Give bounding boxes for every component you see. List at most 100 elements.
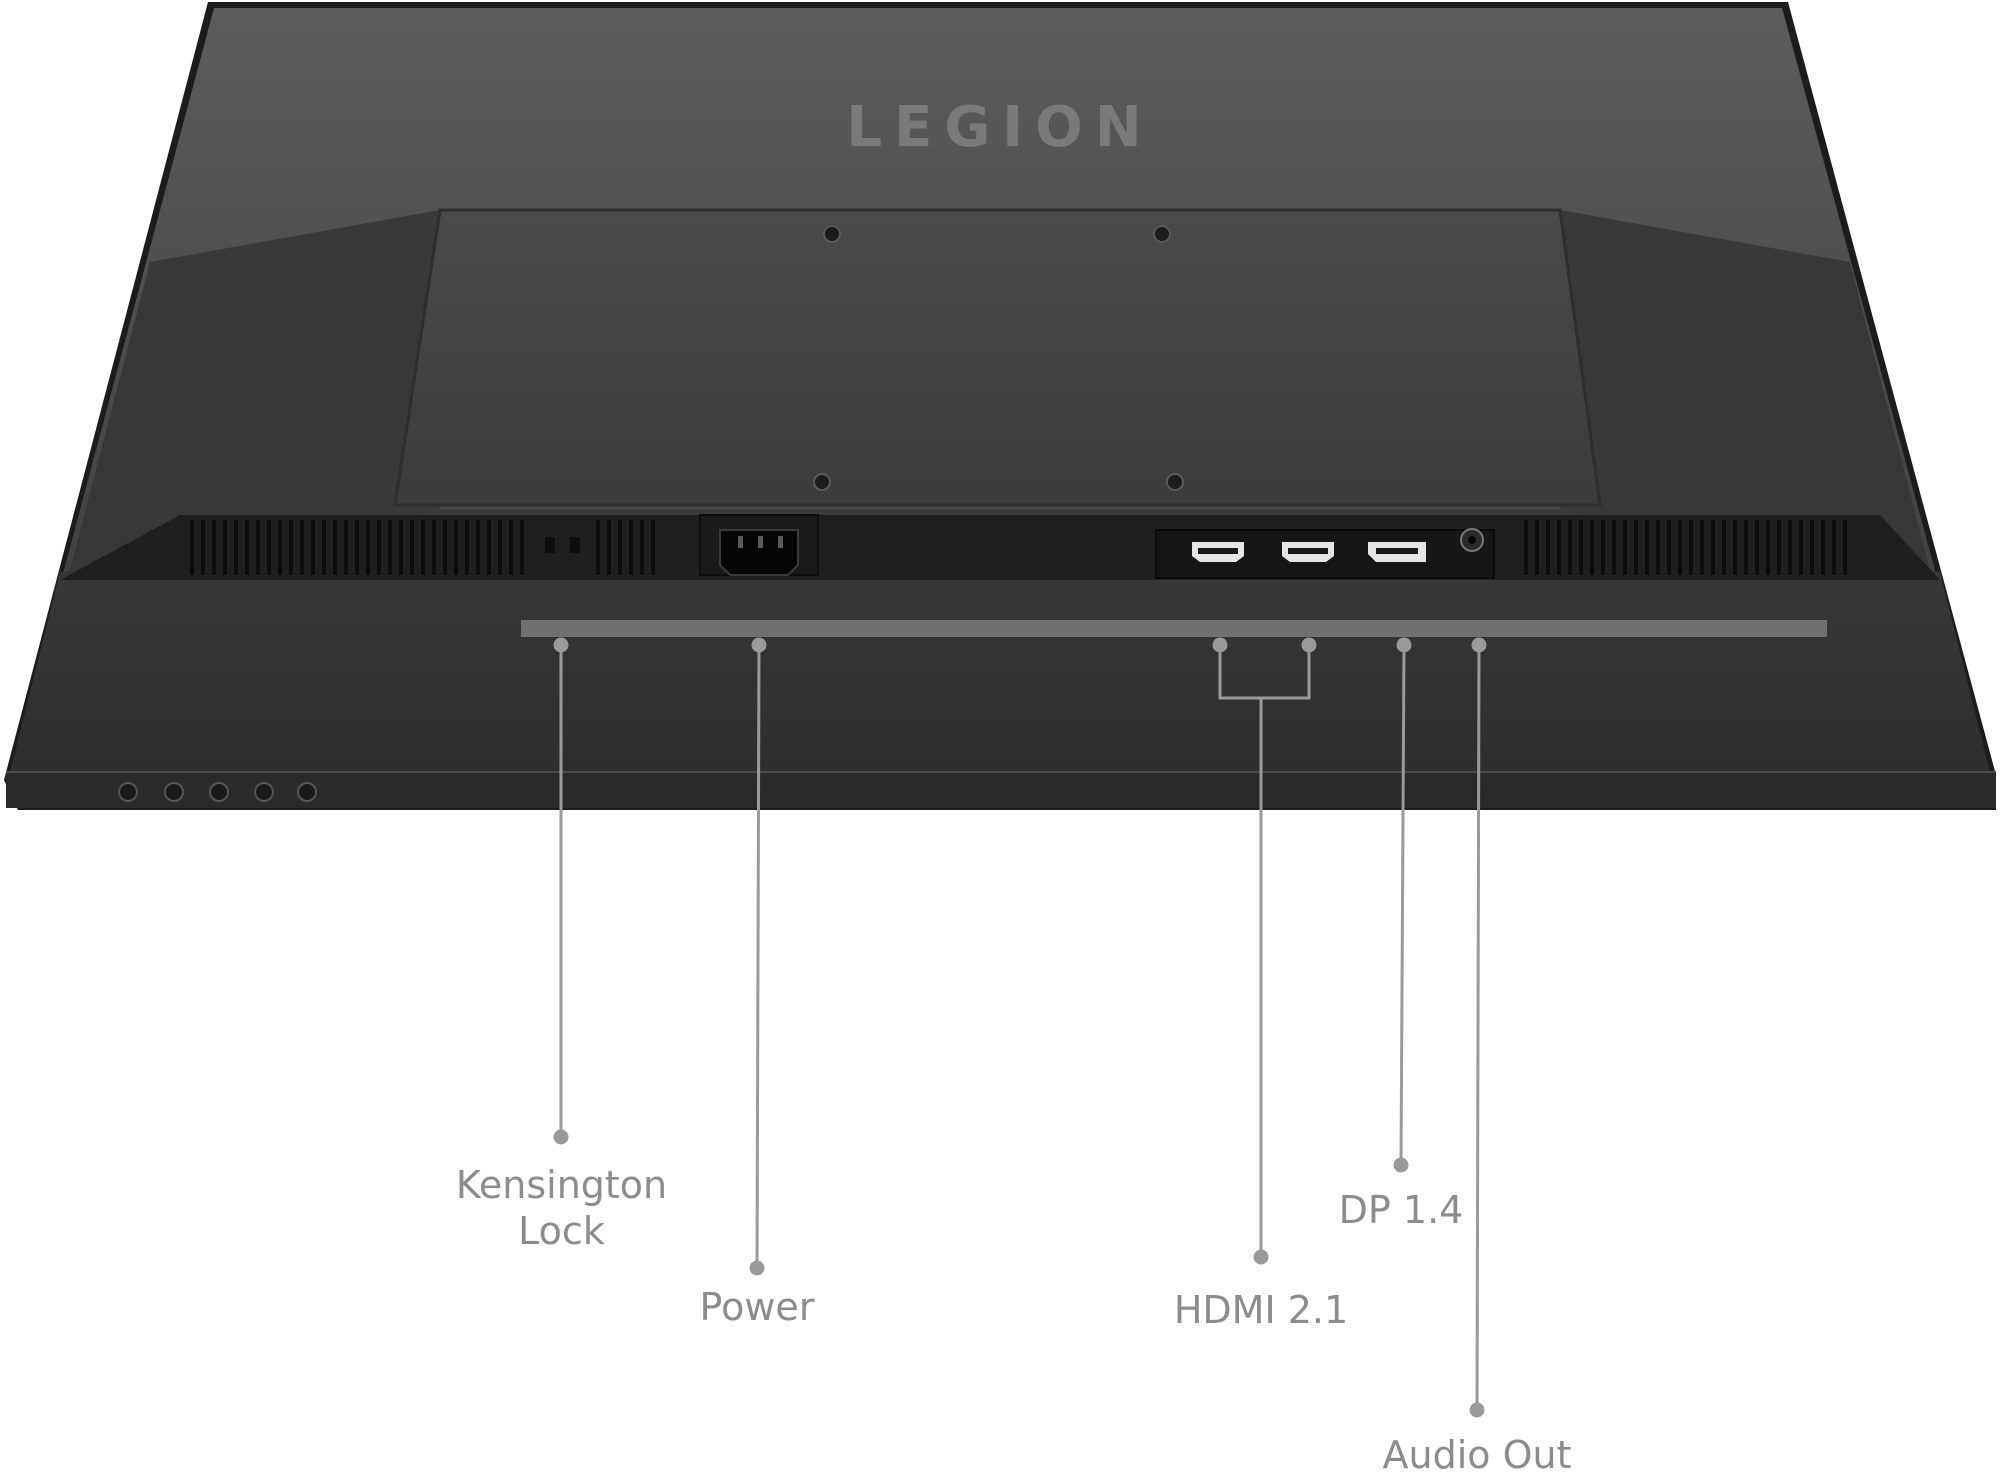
vent-slat — [1733, 520, 1737, 575]
vent-slat — [421, 520, 425, 575]
vent-slat — [234, 520, 238, 575]
joystick-button-icon[interactable] — [209, 782, 229, 802]
vent-slat — [1766, 520, 1770, 575]
vent-slat — [454, 520, 458, 575]
vent-slat — [1568, 520, 1572, 575]
power-label: Power — [699, 1285, 815, 1329]
hdmi-port-icon — [1192, 542, 1244, 562]
vesa-screw-hole — [1166, 473, 1184, 491]
vent-slat — [1601, 520, 1605, 575]
vent-slat — [1832, 520, 1836, 575]
vent-slat — [278, 520, 282, 575]
joystick-button-icon[interactable] — [118, 782, 138, 802]
dp-label: DP 1.4 — [1338, 1188, 1464, 1232]
vent-slat — [267, 520, 271, 575]
port-legend-strip — [521, 620, 1827, 637]
vent-slat — [520, 520, 524, 575]
vent-slat — [366, 520, 370, 575]
vesa-screw-hole — [813, 473, 831, 491]
displayport-icon — [1368, 542, 1426, 562]
vent-slat — [596, 520, 600, 575]
vent-slat — [1557, 520, 1561, 575]
vent-slat — [509, 520, 513, 575]
vent-slat — [377, 520, 381, 575]
vent-slat — [640, 520, 644, 575]
vent-slat — [1777, 520, 1781, 575]
kensington-slot-icon — [545, 537, 580, 553]
vent-slat — [1656, 520, 1660, 575]
vent-slat — [1623, 520, 1627, 575]
vent-slat — [1678, 520, 1682, 575]
kensington-label-line2: Lock — [518, 1209, 605, 1253]
joystick-button-icon[interactable] — [254, 782, 274, 802]
callout-audio — [1469, 637, 1487, 1418]
vent-slat — [1667, 520, 1671, 575]
right-vent — [1524, 520, 1847, 575]
kensington-lock-label: Kensington Lock — [420, 1162, 703, 1254]
vent-slat — [1612, 520, 1616, 575]
vent-slat — [1634, 520, 1638, 575]
joystick-button-icon[interactable] — [297, 782, 317, 802]
vent-slat — [1645, 520, 1649, 575]
vent-slat — [300, 520, 304, 575]
vent-slat — [607, 520, 611, 575]
vent-slat — [629, 520, 633, 575]
callout-power — [749, 637, 767, 1276]
vent-slat — [201, 520, 205, 575]
vent-slat — [212, 520, 216, 575]
vent-slat — [410, 520, 414, 575]
vent-slat — [344, 520, 348, 575]
vent-slat — [245, 520, 249, 575]
vent-slat — [1821, 520, 1825, 575]
callout-kensington — [553, 637, 569, 1145]
io-port-plate — [1155, 528, 1495, 579]
vent-slat — [1799, 520, 1803, 575]
brand-logo: LEGION — [846, 95, 1153, 160]
vesa-screw-hole — [823, 225, 841, 243]
hdmi-port-icon — [1282, 542, 1334, 562]
vent-slat — [443, 520, 447, 575]
vent-slat — [476, 520, 480, 575]
vent-slat — [355, 520, 359, 575]
vesa-mount-holes — [813, 225, 1184, 491]
callout-dp — [1393, 637, 1412, 1173]
vent-slat — [465, 520, 469, 575]
vent-slat — [1843, 520, 1847, 575]
vent-slat — [618, 520, 622, 575]
vent-slat — [1700, 520, 1704, 575]
callout-hdmi — [1212, 637, 1317, 1265]
vent-slat — [223, 520, 227, 575]
vent-slat — [289, 520, 293, 575]
vent-slat — [256, 520, 260, 575]
vent-slat — [498, 520, 502, 575]
hdmi-label: HDMI 2.1 — [1173, 1288, 1349, 1332]
left-vent — [190, 520, 655, 575]
vent-slat — [388, 520, 392, 575]
vent-slat — [1744, 520, 1748, 575]
audio-out-label: Audio Out — [1382, 1433, 1572, 1477]
vent-slat — [311, 520, 315, 575]
joystick-button-icon[interactable] — [164, 782, 184, 802]
vent-slat — [1590, 520, 1594, 575]
vent-slat — [1722, 520, 1726, 575]
vent-slat — [322, 520, 326, 575]
kensington-label-line1: Kensington — [455, 1163, 668, 1207]
audio-jack-icon — [1460, 528, 1484, 552]
vent-slat — [651, 520, 655, 575]
vent-slat — [1810, 520, 1814, 575]
vent-slat — [1524, 520, 1528, 575]
vent-slat — [1546, 520, 1550, 575]
vent-slat — [1579, 520, 1583, 575]
vent-slat — [1689, 520, 1693, 575]
vent-slat — [432, 520, 436, 575]
vent-slat — [333, 520, 337, 575]
control-buttons — [118, 782, 317, 802]
vent-slat — [1535, 520, 1539, 575]
vent-slat — [487, 520, 491, 575]
vesa-screw-hole — [1153, 225, 1171, 243]
vent-slat — [399, 520, 403, 575]
vent-slat — [190, 520, 194, 575]
vent-slat — [1788, 520, 1792, 575]
callout-lines — [553, 637, 1487, 1418]
